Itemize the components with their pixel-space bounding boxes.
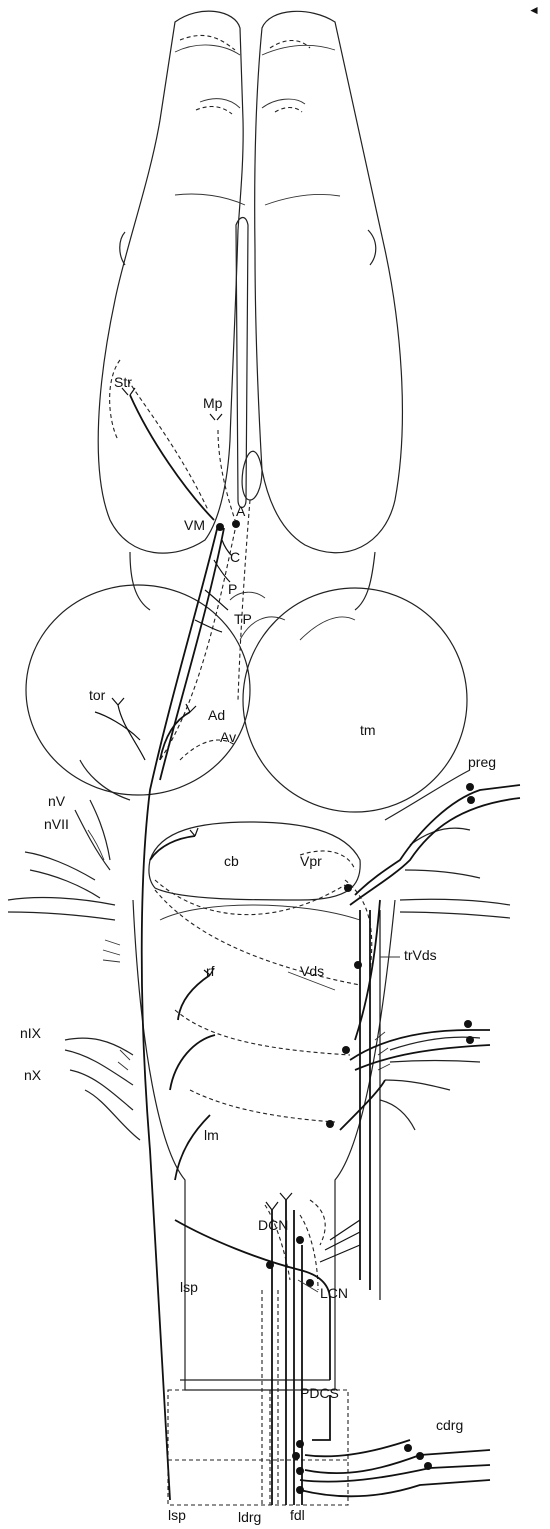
label-VM: VM bbox=[184, 517, 205, 533]
dashed-pathways bbox=[127, 379, 373, 1505]
label-Mp: Mp bbox=[203, 395, 223, 411]
label-P: P bbox=[228, 581, 237, 597]
corner-marker: ◄ bbox=[528, 3, 540, 17]
hindbrain-outline bbox=[79, 759, 471, 1391]
label-Av: Av bbox=[220, 729, 236, 745]
label-LCN: LCN bbox=[320, 1285, 348, 1301]
label-cb: cb bbox=[224, 853, 239, 869]
cranial-nerve-roots-left bbox=[7, 799, 141, 1141]
terminal-branches bbox=[111, 387, 293, 1211]
label-nX: nX bbox=[24, 1067, 42, 1083]
telencephalon-outline bbox=[97, 10, 403, 554]
label-fdl: fdl bbox=[290, 1507, 305, 1523]
leader-lines bbox=[87, 829, 400, 1391]
label-C: C bbox=[230, 549, 240, 565]
label-Vpr: Vpr bbox=[300, 853, 322, 869]
label-TP: TP bbox=[234, 611, 252, 627]
label-tor: tor bbox=[89, 687, 106, 703]
label-preg: preg bbox=[468, 754, 496, 770]
label-tm: tm bbox=[360, 722, 376, 738]
label-lsp-bottom: lsp bbox=[168, 1507, 186, 1523]
label-DCN: DCN bbox=[258, 1217, 288, 1233]
label-PDCS: PDCS bbox=[300, 1385, 339, 1401]
label-Ad: Ad bbox=[208, 707, 225, 723]
label-rf: rf bbox=[206, 963, 215, 979]
label-trVds: trVds bbox=[404, 947, 437, 963]
spinal-segment-box bbox=[167, 1389, 349, 1506]
label-nIX: nIX bbox=[20, 1025, 42, 1041]
midbrain-outline bbox=[25, 551, 468, 813]
label-lsp: lsp bbox=[180, 1279, 198, 1295]
neuron-cell-bodies bbox=[216, 520, 475, 1494]
label-ldrg: ldrg bbox=[238, 1509, 261, 1525]
label-A: A bbox=[236, 503, 246, 519]
label-lm: lm bbox=[204, 1127, 219, 1143]
label-nVII: nVII bbox=[44, 816, 69, 832]
label-nV: nV bbox=[48, 793, 66, 809]
labels: Str Mp A VM C P TP tor Ad Av tm preg nV … bbox=[20, 374, 496, 1525]
cranial-nerve-roots-right bbox=[374, 827, 511, 1131]
trigeminal-tracts bbox=[319, 784, 521, 1300]
label-cdrg: cdrg bbox=[436, 1417, 463, 1433]
label-Str: Str bbox=[114, 374, 132, 390]
label-Vds: Vds bbox=[300, 963, 324, 979]
